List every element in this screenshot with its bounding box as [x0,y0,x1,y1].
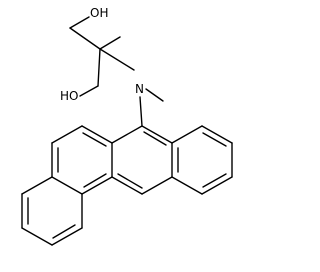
bond-oh-ch2-top [69,16,90,29]
hydroxyl-left-label: HO [60,89,78,103]
bond-quaternary-ch2-left [97,48,101,87]
double-c12-c12a [117,173,143,189]
bond-c6a-c7 [111,125,143,144]
double-b2 [52,224,76,239]
ring-left-lower [21,176,83,246]
bond-l4 [51,176,83,195]
bond-b4 [51,227,83,246]
bond-r2 [201,125,233,144]
bond-b3 [21,227,53,246]
bond-b1 [21,176,53,195]
hydroxyl-top-label: OH [90,6,108,20]
double-l3 [83,173,107,188]
bond-r1 [171,125,203,144]
double-l1 [82,132,107,147]
side-chain-bonds [69,16,164,127]
bond-l1 [81,125,113,144]
ring-anthracene-middle [111,125,173,195]
bond-c12-c12a [111,176,143,195]
bond-l5 [81,176,113,195]
ring-left-upper [51,125,113,195]
bond-ch2-left-ho [79,85,99,97]
ring-right-benzo [171,125,233,195]
bond-c7-c7a [141,125,173,144]
bond-ch2-top-quaternary [69,27,101,50]
bond-r4 [201,176,233,195]
molecule-diagram: OH HO N [21,6,233,246]
amine-nitrogen-label: N [135,82,144,96]
bond-l2 [51,125,83,144]
bond-r5 [171,176,203,195]
double-c7-c7a [143,131,167,146]
bond-c11a-c12 [141,176,173,195]
bond-nitrogen-methyl [145,88,164,102]
double-r2 [202,173,227,188]
double-r1 [202,132,227,147]
bond-quaternary-nitrogen [99,48,135,71]
bond-nitrogen-ring [139,96,143,127]
bond-quaternary-methyl-top [99,36,121,50]
